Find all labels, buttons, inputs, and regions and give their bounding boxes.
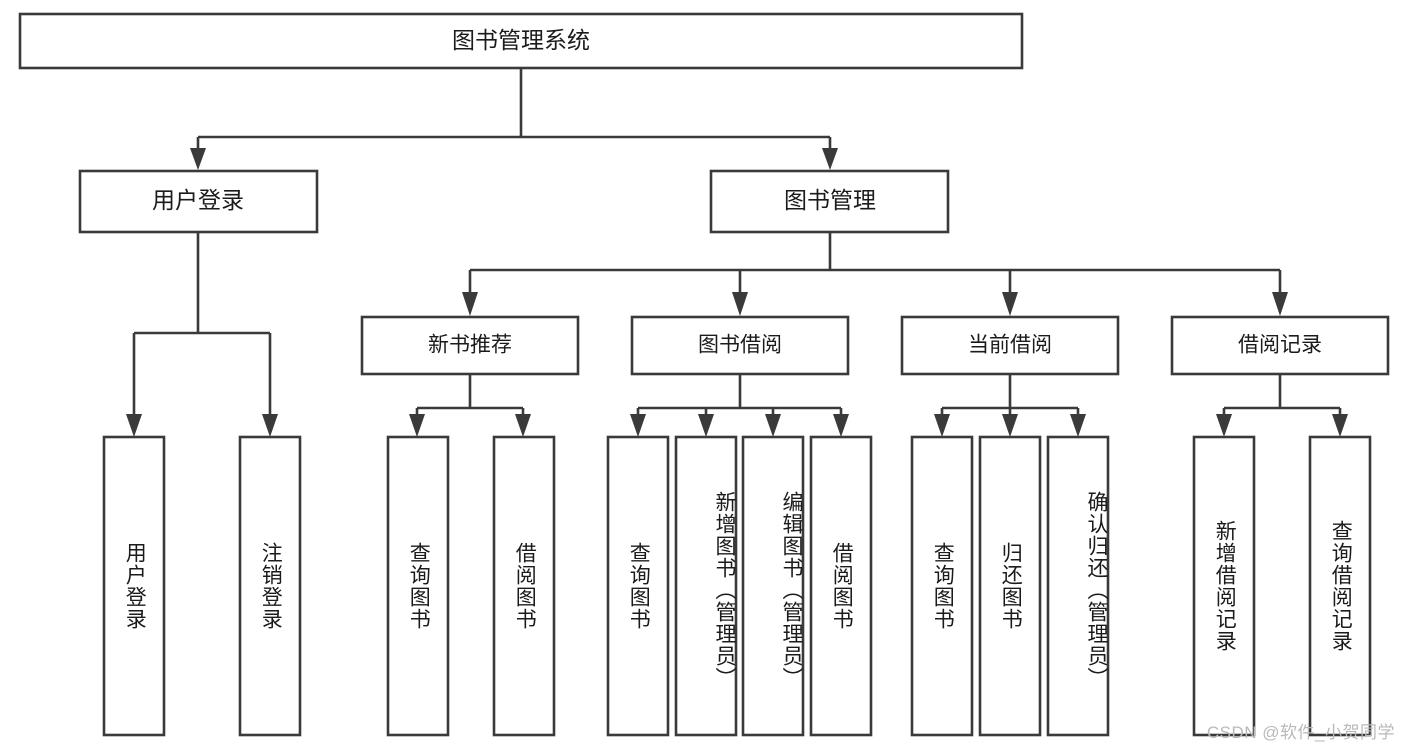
- leaf-box-book-borrow-4[interactable]: [809, 435, 873, 737]
- leaf-box-user-login-2[interactable]: [238, 435, 302, 737]
- node-book-management[interactable]: 图书管理: [709, 169, 950, 234]
- node-new-book-recommend[interactable]: 新书推荐: [360, 315, 580, 376]
- node-book-management-label: 图书管理: [784, 187, 876, 213]
- node-borrow-record-label: 借阅记录: [1238, 334, 1322, 357]
- leaf-box-book-borrow-1[interactable]: [606, 435, 670, 737]
- leaf-box-new-book-1[interactable]: [386, 435, 450, 737]
- node-user-login-label: 用户登录: [152, 187, 244, 213]
- leaf-box-borrow-record-1[interactable]: [1192, 435, 1256, 737]
- node-root-label: 图书管理系统: [452, 27, 590, 53]
- node-current-borrow-label: 当前借阅: [968, 334, 1052, 357]
- leaf-box-current-borrow-2[interactable]: [978, 435, 1042, 737]
- connector-book-borrow-children: [630, 374, 849, 437]
- csdn-watermark: CSDN @软件_小贺同学: [1206, 723, 1395, 742]
- node-new-book-recommend-label: 新书推荐: [428, 334, 512, 357]
- leaf-box-book-borrow-2[interactable]: [674, 435, 738, 737]
- leaf-box-new-book-2[interactable]: [492, 435, 556, 737]
- connector-root-to-level2: [190, 68, 838, 170]
- connector-book-management-children: [462, 232, 1288, 316]
- node-current-borrow[interactable]: 当前借阅: [900, 315, 1120, 376]
- node-root[interactable]: 图书管理系统: [18, 12, 1024, 70]
- connector-borrow-record-children: [1216, 374, 1348, 437]
- leaf-box-current-borrow-1[interactable]: [910, 435, 974, 737]
- leaf-box-user-login-1[interactable]: [102, 435, 166, 737]
- leaf-box-book-borrow-3[interactable]: [741, 435, 805, 737]
- node-book-borrow[interactable]: 图书借阅: [630, 315, 850, 376]
- connector-user-login-children: [126, 232, 278, 437]
- leaf-box-borrow-record-2[interactable]: [1308, 435, 1372, 737]
- connector-current-borrow-children: [934, 374, 1086, 437]
- node-book-borrow-label: 图书借阅: [698, 334, 782, 357]
- node-borrow-record[interactable]: 借阅记录: [1170, 315, 1390, 376]
- node-user-login[interactable]: 用户登录: [78, 169, 319, 234]
- leaf-box-current-borrow-3[interactable]: [1046, 435, 1110, 737]
- connector-new-book-recommend-children: [409, 374, 531, 437]
